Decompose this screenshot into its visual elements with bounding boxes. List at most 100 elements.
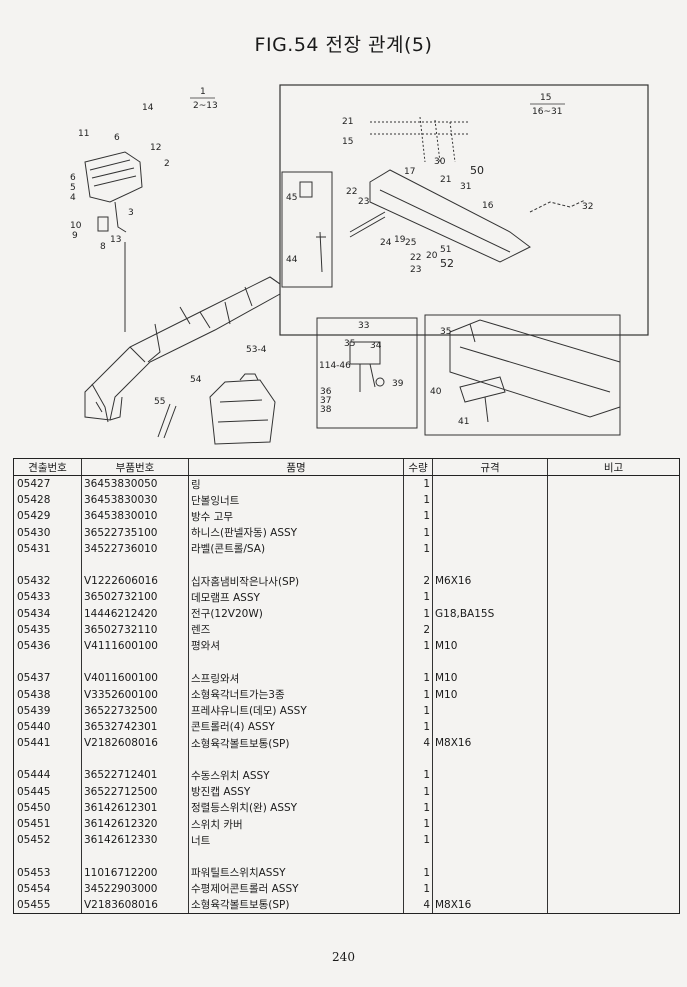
cell-qty: 1 [403,864,433,881]
cell-remarks [547,686,680,703]
cell-qty: 1 [403,475,433,493]
cell-name: 하니스(판넬자동) ASSY [188,524,404,541]
cell-part-number: 34522903000 [81,880,189,897]
cell-name [188,556,404,574]
cell-remarks [547,654,680,671]
cell-qty: 1 [403,832,433,849]
cell-name [188,751,404,768]
pressure-unit [349,341,385,392]
cell-remarks [547,670,680,687]
cell-ref: 05450 [13,799,82,816]
cell-qty: 1 [403,815,433,833]
cell-remarks [547,815,680,833]
cell-name: 스위치 카버 [188,815,404,833]
cell-ref: 05428 [13,492,82,509]
callout-4: 4 [70,193,76,203]
callout-14: 14 [142,103,154,113]
cell-ref: 05454 [13,880,82,897]
callout-23: 23 [358,197,369,207]
cell-name: 소형육각볼트보통(SP) [188,896,404,915]
cell-name: 방진캡 ASSY [188,783,404,800]
cell-part-number: 36532742301 [81,718,189,735]
cell-part-number: 36522712500 [81,783,189,800]
cell-qty [403,556,433,574]
cell-ref: 05430 [13,524,82,541]
detail-box-upper [279,84,649,336]
cell-qty: 1 [403,718,433,735]
cell-name: 정렬등스위치(완) ASSY [188,799,404,816]
callout-22: 22 [346,187,357,197]
callout-22b: 22 [410,253,421,263]
callout-12: 12 [150,143,161,153]
rail-assembly [349,116,586,263]
callout-6b: 6 [70,173,76,183]
cell-name [188,848,404,865]
callout-50: 50 [470,164,484,177]
callout-3: 3 [128,208,134,218]
switch-part [299,181,326,273]
cell-spec [432,524,548,541]
cell-part-number: V2183608016 [81,896,189,915]
cell-part-number: 36522712401 [81,767,189,784]
cell-name: 소형육각너트가는3종 [188,686,404,703]
callout-15b: 15 [342,137,353,147]
cell-ref: 05444 [13,767,82,784]
callout-55: 55 [154,397,165,407]
cell-remarks [547,718,680,735]
cell-part-number [81,556,189,574]
cell-spec [432,589,548,606]
cell-spec [432,654,548,671]
cell-remarks [547,832,680,849]
cell-qty: 1 [403,492,433,509]
controller-assembly [84,151,143,332]
cell-spec [432,556,548,574]
cell-qty [403,654,433,671]
callout-16: 16 [482,201,494,211]
callout-39: 39 [392,379,404,389]
cell-qty [403,848,433,865]
cell-name [188,654,404,671]
callout-9: 9 [72,231,78,241]
table-row [13,848,680,865]
header-qty: 수량 [403,458,433,476]
cell-ref: 05445 [13,783,82,800]
cell-remarks [547,767,680,784]
header-ref: 견출번호 [13,458,82,476]
table-row [13,751,680,768]
header-remarks: 비고 [547,458,680,476]
callout-10: 10 [70,221,82,231]
callout-31: 31 [460,182,471,192]
cell-remarks [547,540,680,557]
cell-remarks [547,475,680,493]
detail-box-switch [281,171,333,288]
cell-name: 파워틸트스위치ASSY [188,864,404,881]
callout-41: 41 [458,417,469,427]
cell-qty: 2 [403,621,433,638]
cell-name: 데모램프 ASSY [188,589,404,606]
callout-21b: 21 [440,175,451,185]
cell-name: 수동스위치 ASSY [188,767,404,784]
cell-spec: G18,BA15S [432,605,548,622]
cell-ref: 05434 [13,605,82,622]
cell-spec [432,540,548,557]
cell-remarks [547,492,680,509]
cell-spec [432,492,548,509]
cell-name: 단볼잉너트 [188,492,404,509]
table-row [13,654,680,671]
callout-53-4: 53-4 [246,345,267,355]
callout-15: 15 [540,93,551,103]
callout-32: 32 [582,202,593,212]
cell-ref: 05432 [13,573,82,590]
callout-36: 36 [320,387,332,397]
cell-ref: 05440 [13,718,82,735]
cell-part-number: 36502732100 [81,589,189,606]
cell-ref: 05431 [13,540,82,557]
